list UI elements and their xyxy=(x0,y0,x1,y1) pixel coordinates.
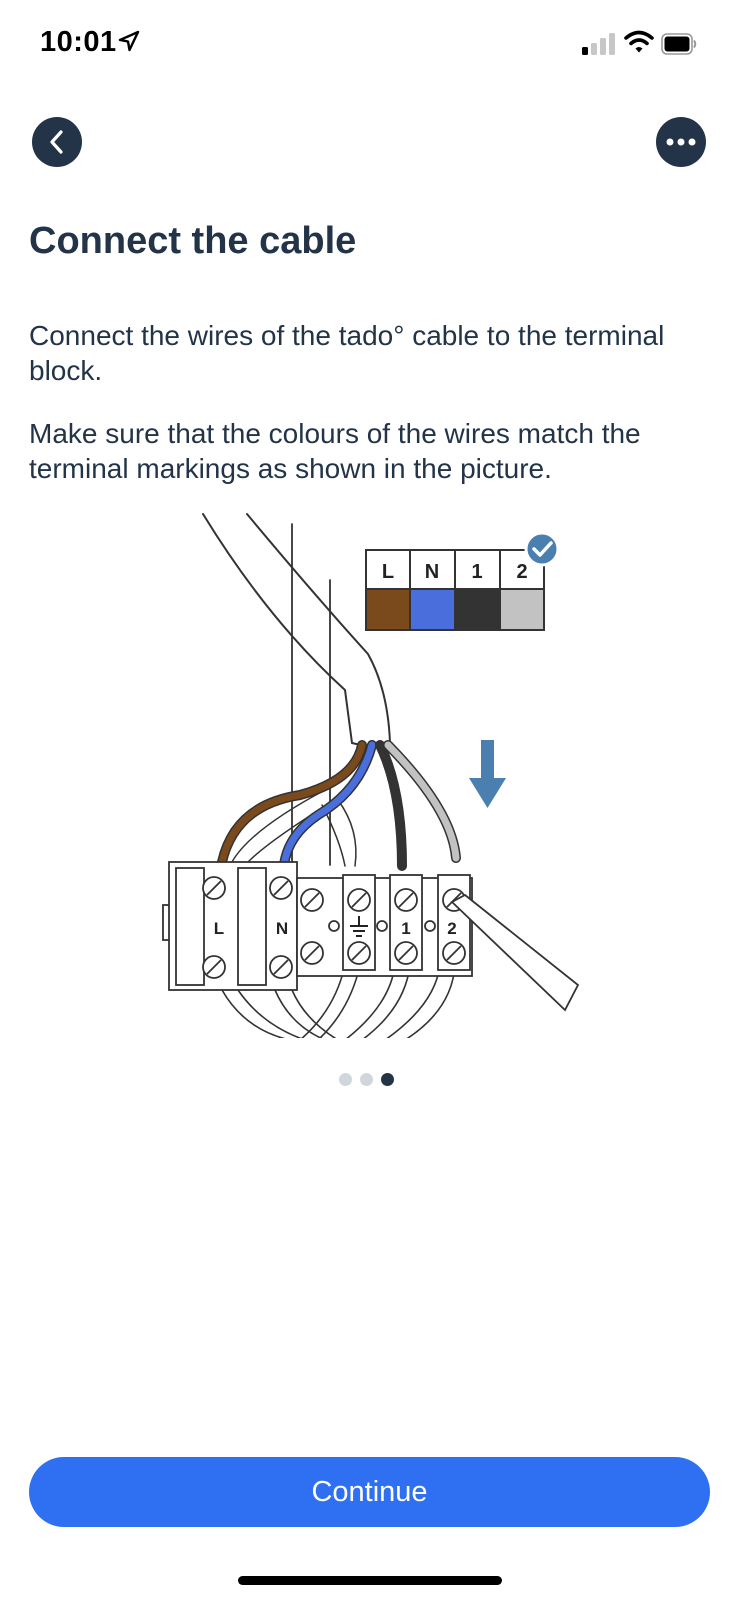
battery-icon xyxy=(661,33,697,55)
legend-label: L xyxy=(382,561,394,583)
home-indicator[interactable] xyxy=(238,1576,502,1585)
terminal-label: N xyxy=(276,919,288,938)
continue-button[interactable]: Continue xyxy=(29,1457,710,1527)
page-indicator xyxy=(339,1073,394,1086)
legend-label: 1 xyxy=(471,561,482,583)
legend-label: 2 xyxy=(516,561,527,583)
screwdriver xyxy=(450,893,580,1012)
more-options-button[interactable] xyxy=(656,117,706,167)
arrow-down-icon xyxy=(469,740,506,808)
chevron-left-icon xyxy=(50,130,63,154)
terminal-label: 1 xyxy=(401,919,410,938)
page-dot-active xyxy=(381,1073,394,1086)
back-button[interactable] xyxy=(32,117,82,167)
page-dot xyxy=(360,1073,373,1086)
status-time: 10:01 xyxy=(40,26,117,58)
legend-label: N xyxy=(425,561,439,583)
instruction-paragraph: Make sure that the colours of the wires … xyxy=(29,418,641,484)
ellipsis-icon xyxy=(666,138,696,146)
wiring-diagram: L N 1 2 xyxy=(162,513,580,1038)
cellular-signal-icon xyxy=(582,33,615,55)
instruction-paragraph: Connect the wires of the tado° cable to … xyxy=(29,320,665,386)
color-legend: L N 1 2 xyxy=(365,549,545,631)
location-arrow-icon xyxy=(118,30,140,52)
terminal-label: 2 xyxy=(447,919,456,938)
page-dot xyxy=(339,1073,352,1086)
earth-symbol-icon xyxy=(350,916,368,937)
page-title: Connect the cable xyxy=(29,220,357,262)
wifi-icon xyxy=(624,30,654,53)
terminal-block xyxy=(162,861,473,991)
check-badge-icon xyxy=(524,531,560,567)
terminal-label: L xyxy=(214,919,224,938)
status-bar: 10:01 xyxy=(0,0,739,90)
